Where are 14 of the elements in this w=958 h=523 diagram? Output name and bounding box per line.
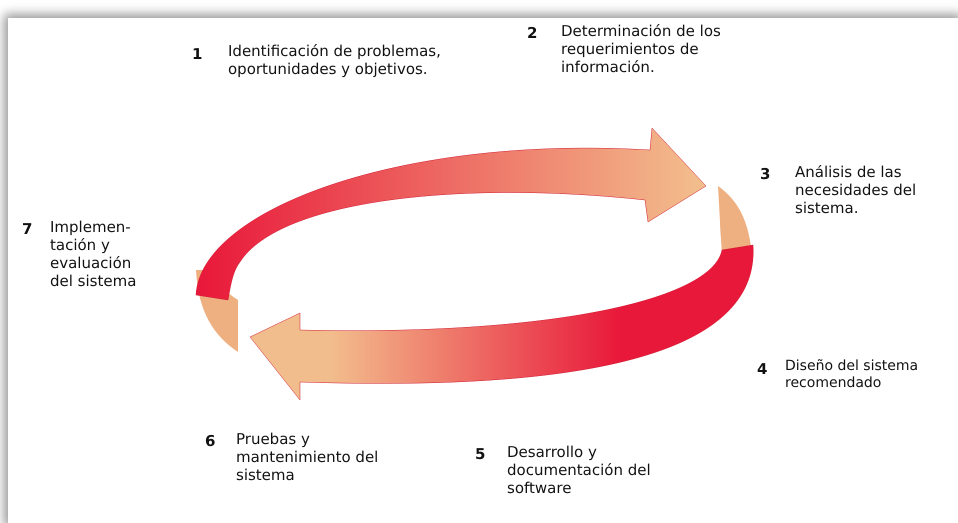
step-label: Determinación de los requerimientos de información.: [561, 22, 722, 76]
step-label: Identificación de problemas, oportunidades y objetivos.: [228, 42, 442, 78]
step-number: 3: [760, 165, 772, 183]
step-number: 6: [205, 432, 216, 450]
step-label: Pruebas y mantenimiento del sistema: [236, 430, 380, 484]
step-label: Desarrollo y documentación del software: [507, 443, 652, 497]
step-label: Implemen- tación y evaluación del sistema: [50, 218, 138, 290]
step-number: 5: [475, 445, 486, 463]
step-number: 2: [527, 24, 538, 42]
step-label: Diseño del sistema recomendado: [785, 358, 920, 392]
step-number: 7: [22, 220, 34, 238]
step-label: Análisis de las necesidades del sistema.: [795, 163, 918, 217]
step-number: 4: [757, 360, 768, 378]
step-number: 1: [192, 45, 204, 63]
